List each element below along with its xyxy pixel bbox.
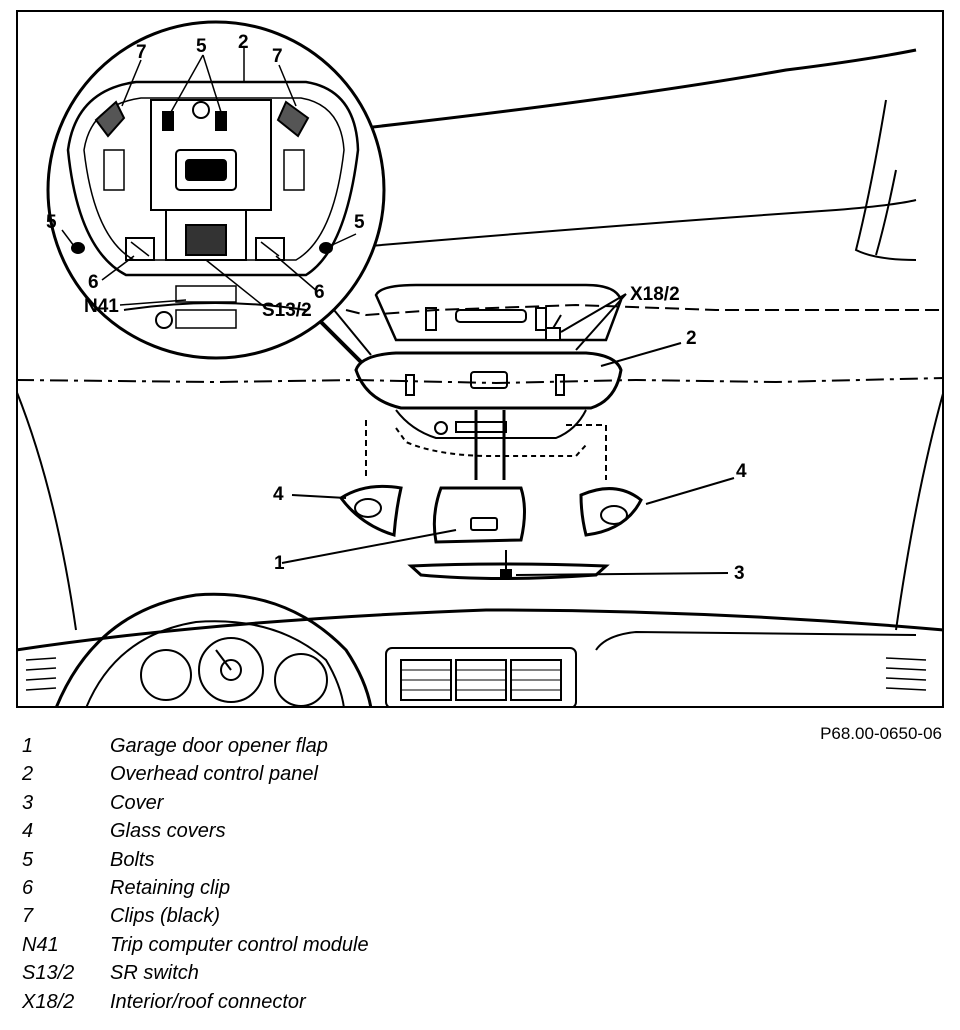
callout-1: 1 [274, 553, 285, 574]
callout-x18-2: X18/2 [630, 284, 680, 305]
callout-s13-2: S13/2 [262, 300, 312, 321]
legend-key: 5 [22, 848, 34, 871]
legend-key: 1 [22, 735, 34, 757]
detail-panel-drawing [61, 46, 360, 329]
legend-label: Bolts [110, 848, 155, 871]
center-vents [385, 647, 577, 708]
callout-7-right: 7 [272, 46, 283, 67]
legend-label: Interior/roof connector [110, 990, 306, 1013]
gauge-left [140, 649, 192, 701]
gauge-center [198, 637, 264, 703]
side-vent-left [25, 657, 57, 691]
windshield-inner-edge [345, 199, 917, 249]
callout-4-left: 4 [273, 484, 284, 505]
legend-label: Overhead control panel [110, 763, 318, 786]
overhead-control-panel [354, 351, 623, 410]
windshield-upper-edge [345, 48, 917, 132]
callout-5-right: 5 [354, 212, 365, 233]
legend-label: Cover [110, 791, 164, 814]
steering-wheel [54, 592, 373, 708]
callout-4-right: 4 [736, 461, 747, 482]
legend-key: N41 [22, 933, 59, 956]
legend-label: Glass covers [110, 820, 226, 843]
callout-5-top: 5 [196, 36, 207, 57]
side-vent-right [885, 657, 927, 691]
glass-cover-left [338, 484, 403, 537]
exploded-view-illustration: 1 2 3 4 4 X18/2 7 5 2 7 5 5 6 6 N41 S13/… [16, 10, 944, 708]
legend-key: S13/2 [22, 962, 75, 985]
figure-frame [16, 10, 944, 708]
glass-cover-right [579, 487, 643, 537]
callout-7-left: 7 [136, 42, 147, 63]
legend-label: Retaining clip [110, 876, 231, 899]
callout-3: 3 [734, 563, 745, 584]
figure-reference-code: P68.00-0650-06 [820, 724, 942, 743]
legend-key: 3 [22, 791, 34, 814]
legend-key: 7 [22, 905, 34, 928]
legend-key: X18/2 [22, 990, 75, 1013]
legend-key: 2 [22, 763, 34, 786]
garage-door-opener-flap [432, 486, 526, 544]
legend-label: Garage door opener flap [110, 735, 328, 757]
legend-label: Clips (black) [110, 905, 221, 928]
callout-2-detail: 2 [238, 32, 249, 53]
legend-label: Trip computer control module [110, 933, 369, 956]
dashboard-outline [16, 608, 944, 652]
legend-key: 6 [22, 876, 34, 899]
legend-key: 4 [22, 820, 34, 843]
callout-n41: N41 [84, 296, 119, 317]
legend-label: SR switch [110, 962, 199, 985]
callout-6-right: 6 [314, 282, 325, 303]
callout-6-left: 6 [88, 272, 99, 293]
callout-5-left: 5 [46, 212, 57, 233]
callout-2: 2 [686, 328, 697, 349]
gauge-right [274, 653, 328, 707]
headliner-line [345, 303, 944, 317]
